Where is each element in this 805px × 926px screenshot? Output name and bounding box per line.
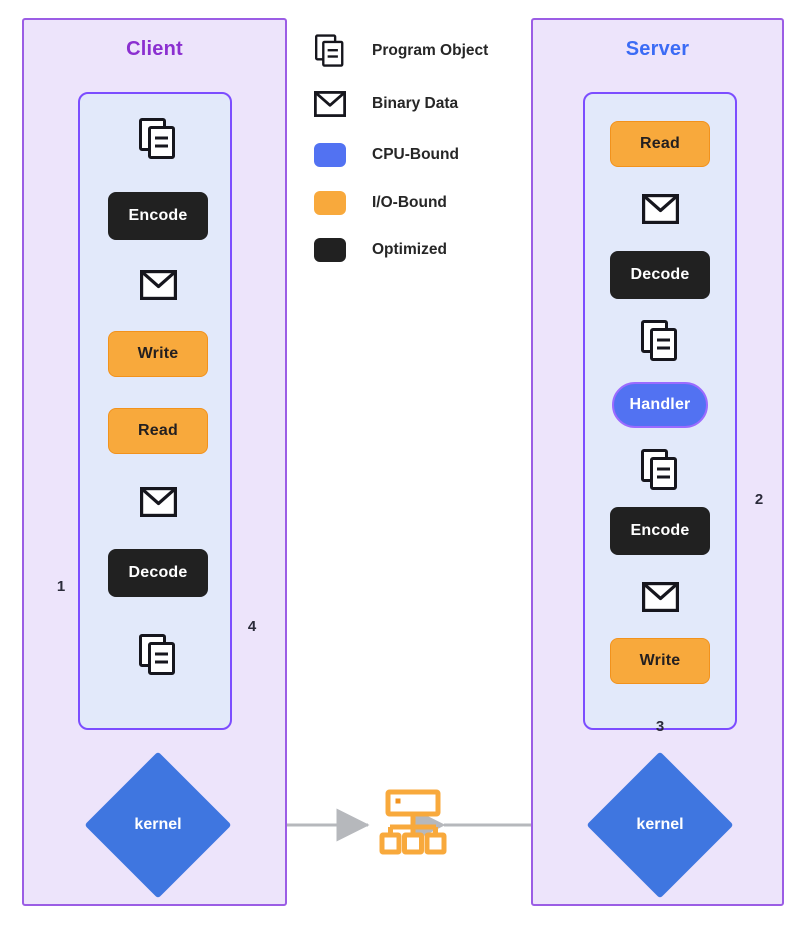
legend: Program Object Binary Data CPU-Bound I/O…	[310, 30, 520, 280]
client-node-read-label: Read	[138, 422, 178, 439]
cpu-bound-swatch-icon	[310, 138, 350, 172]
server-node-encode-label: Encode	[630, 522, 690, 539]
legend-item-program-object: Program Object	[310, 34, 488, 68]
optimized-swatch	[314, 238, 346, 262]
legend-item-optimized: Optimized	[310, 233, 447, 267]
client-title: Client	[126, 38, 183, 60]
io-bound-swatch-icon	[310, 186, 350, 220]
server-program-object-top	[641, 320, 679, 362]
client-node-write[interactable]: Write	[108, 331, 208, 377]
client-program-object-bottom	[139, 634, 177, 676]
server-node-write[interactable]: Write	[610, 638, 710, 684]
server-node-decode[interactable]: Decode	[610, 251, 710, 299]
server-node-read[interactable]: Read	[610, 121, 710, 167]
edge-label-1: 1	[56, 578, 66, 595]
server-title: Server	[625, 38, 690, 60]
server-node-handler-label: Handler	[629, 396, 691, 413]
server-binary-data-top	[642, 194, 679, 224]
legend-label-optimized: Optimized	[372, 241, 447, 258]
legend-label-binary-data: Binary Data	[372, 95, 459, 112]
server-binary-data-bottom	[642, 582, 679, 612]
legend-label-io-bound: I/O-Bound	[372, 194, 447, 211]
server-node-handler[interactable]: Handler	[612, 382, 708, 428]
legend-item-cpu-bound: CPU-Bound	[310, 138, 459, 172]
binary-data-icon	[310, 87, 350, 121]
client-node-decode[interactable]: Decode	[108, 549, 208, 597]
client-binary-data-bottom	[140, 487, 177, 517]
server-node-encode[interactable]: Encode	[610, 507, 710, 555]
server-node-read-label: Read	[640, 135, 680, 152]
edge-label-4: 4	[247, 618, 257, 635]
io-bound-swatch	[314, 191, 346, 215]
program-object-icon	[310, 34, 350, 68]
client-binary-data-top	[140, 270, 177, 300]
legend-item-binary-data: Binary Data	[310, 87, 458, 121]
edge-label-3: 3	[655, 718, 665, 735]
legend-label-program-object: Program Object	[372, 42, 489, 59]
server-node-decode-label: Decode	[630, 266, 690, 283]
client-program-object-top	[139, 118, 177, 160]
client-node-decode-label: Decode	[128, 564, 188, 581]
network-hub-icon	[379, 789, 447, 856]
edge-label-2: 2	[754, 491, 764, 508]
legend-label-cpu-bound: CPU-Bound	[372, 146, 459, 163]
cpu-bound-swatch	[314, 143, 346, 167]
optimized-swatch-icon	[310, 233, 350, 267]
server-program-object-bottom	[641, 449, 679, 491]
server-node-write-label: Write	[639, 652, 681, 669]
client-node-encode-label: Encode	[128, 207, 188, 224]
legend-item-io-bound: I/O-Bound	[310, 186, 447, 220]
client-node-encode[interactable]: Encode	[108, 192, 208, 240]
client-node-write-label: Write	[137, 345, 179, 362]
client-node-read[interactable]: Read	[108, 408, 208, 454]
